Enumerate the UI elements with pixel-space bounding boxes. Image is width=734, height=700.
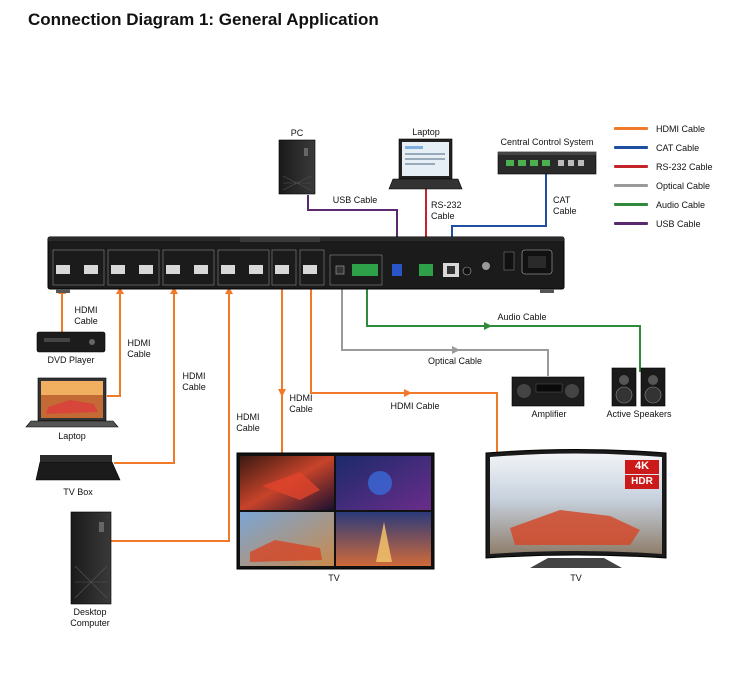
usb-cable — [307, 195, 398, 262]
tv-box-label: TV Box — [63, 487, 93, 497]
legend-item-audio: Audio Cable — [614, 195, 713, 214]
legend-swatch-optical — [614, 184, 648, 187]
tv-center-multiview — [236, 452, 435, 570]
arrow-multiview — [278, 389, 286, 397]
hdmi-cable-single — [310, 287, 498, 452]
hdmi-label-desktop-1: HDMI — [236, 412, 260, 422]
tv-right-curved — [485, 449, 667, 568]
hdmi-cable-laptop — [107, 287, 121, 397]
desktop-label-line1: Desktop — [73, 607, 107, 617]
hdmi-label-multiview-1: HDMI — [289, 393, 313, 403]
legend-label-rs232: RS-232 Cable — [656, 161, 713, 172]
legend-label-audio: Audio Cable — [656, 199, 706, 210]
legend-label-optical: Optical Cable — [656, 180, 711, 191]
legend-item-cat: CAT Cable — [614, 138, 713, 157]
arrow-tvbox — [170, 287, 178, 294]
hdmi-cable-label-long: HDMI Cable — [390, 401, 440, 411]
central-control-system — [497, 151, 597, 175]
legend-swatch-rs232 — [614, 165, 648, 168]
matrix-switcher-rear-panel — [47, 236, 565, 293]
hdr-badge-4k: 4K — [634, 460, 650, 472]
arrow-optical — [452, 346, 460, 354]
legend-label-cat: CAT Cable — [656, 142, 700, 153]
arrow-laptop — [116, 287, 124, 294]
optical-cable — [341, 283, 549, 376]
tv-box — [35, 455, 121, 481]
hdmi-label-multiview-2: Cable — [289, 404, 313, 414]
audio-cable — [366, 283, 641, 372]
laptop-left-label: Laptop — [58, 431, 86, 441]
optical-cable-label: Optical Cable — [427, 356, 483, 366]
hdmi-label-laptop-2: Cable — [127, 349, 151, 359]
hdmi-label-tvbox-1: HDMI — [182, 371, 206, 381]
legend-label-usb: USB Cable — [656, 218, 701, 229]
rs232-cable-label-2: Cable — [431, 211, 455, 221]
legend-swatch-hdmi — [614, 127, 648, 130]
cat-cable-label-1: CAT — [553, 195, 571, 205]
hdmi-input-groups — [52, 249, 325, 286]
hdmi-label-dvd-1: HDMI — [74, 305, 98, 315]
pc-label: PC — [290, 128, 304, 138]
legend-item-usb: USB Cable — [614, 214, 713, 233]
usb-cable-label: USB Cable — [332, 195, 378, 205]
legend: HDMI Cable CAT Cable RS-232 Cable Optica… — [614, 119, 713, 233]
arrow-audio — [484, 322, 492, 330]
active-speakers-label: Active Speakers — [606, 409, 672, 419]
legend-swatch-usb — [614, 222, 648, 225]
active-speakers — [611, 367, 666, 407]
legend-label-hdmi: HDMI Cable — [656, 123, 706, 134]
legend-swatch-audio — [614, 203, 648, 206]
rs232-cable-label-1: RS-232 — [431, 200, 462, 210]
dvd-player-label: DVD Player — [47, 355, 95, 365]
desktop-label-line2: Computer — [70, 618, 110, 628]
legend-item-rs232: RS-232 Cable — [614, 157, 713, 176]
legend-item-optical: Optical Cable — [614, 176, 713, 195]
hdmi-label-dvd-2: Cable — [74, 316, 98, 326]
laptop-top — [388, 138, 463, 190]
dvd-player — [36, 331, 106, 353]
amplifier-label: Amplifier — [531, 409, 567, 419]
arrow-single — [404, 389, 412, 397]
arrow-desktop — [225, 287, 233, 294]
cat-cable-label-2: Cable — [553, 206, 577, 216]
desktop-computer — [70, 511, 112, 605]
hdmi-cable-desktop — [110, 287, 230, 542]
central-control-label: Central Control System — [500, 137, 594, 147]
legend-item-hdmi: HDMI Cable — [614, 119, 713, 138]
pc-tower — [278, 139, 316, 195]
page-title: Connection Diagram 1: General Applicatio… — [28, 10, 379, 29]
hdmi-label-tvbox-2: Cable — [182, 382, 206, 392]
legend-swatch-cat — [614, 146, 648, 149]
audio-cable-label: Audio Cable — [497, 312, 547, 322]
hdr-badge-hdr: HDR — [631, 476, 653, 487]
hdmi-label-desktop-2: Cable — [236, 423, 260, 433]
tv-center-label: TV — [328, 573, 340, 583]
hdmi-label-laptop-1: HDMI — [127, 338, 151, 348]
amplifier — [511, 376, 585, 407]
laptop-left — [25, 377, 119, 428]
tv-right-label: TV — [570, 573, 582, 583]
laptop-top-label: Laptop — [412, 127, 440, 137]
hdmi-cable-tvbox — [114, 287, 175, 464]
